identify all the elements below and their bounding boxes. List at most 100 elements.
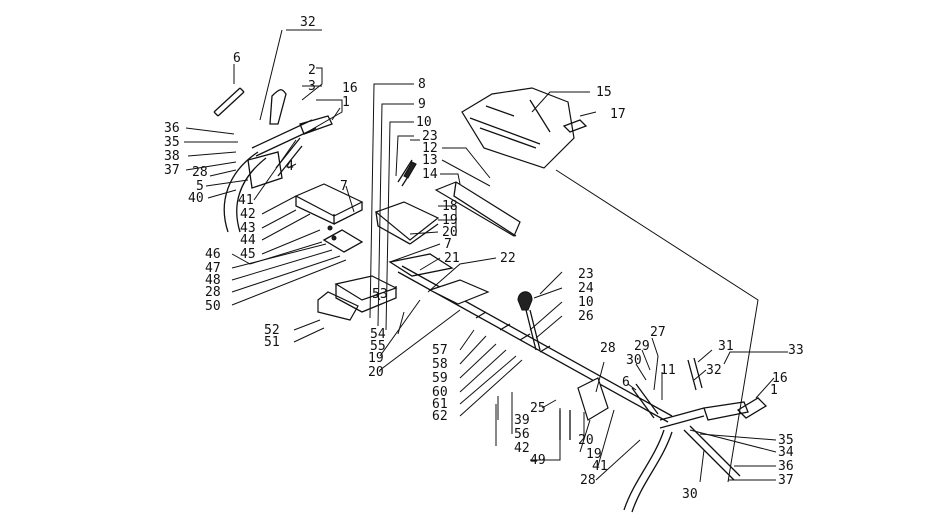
label-28: 28 xyxy=(192,165,208,180)
label-35-b: 35 xyxy=(778,433,794,448)
label-53: 53 xyxy=(372,287,388,302)
label-4: 4 xyxy=(286,159,294,174)
label-14: 14 xyxy=(422,167,438,182)
label-24: 24 xyxy=(578,281,594,296)
label-15: 15 xyxy=(596,85,612,100)
label-20-c: 20 xyxy=(578,433,594,448)
label-52: 52 xyxy=(264,323,280,338)
label-1-b: 1 xyxy=(770,383,778,398)
callout-labels: 6 32 2 3 16 1 36 35 38 37 28 5 40 41 4 7… xyxy=(164,15,804,502)
spring-31 xyxy=(687,357,703,391)
label-62: 62 xyxy=(432,409,448,424)
spring-24 xyxy=(517,291,533,311)
right-handle-shaft xyxy=(623,429,673,513)
bracket-14 xyxy=(434,181,521,237)
label-42-b: 42 xyxy=(514,441,530,456)
center-cover xyxy=(374,201,440,241)
label-5: 5 xyxy=(196,179,204,194)
label-6-b: 6 xyxy=(622,375,630,390)
label-36-b: 36 xyxy=(778,459,794,474)
lower-clamp xyxy=(322,229,364,253)
label-38: 38 xyxy=(164,149,180,164)
label-60: 60 xyxy=(432,385,448,400)
label-30: 30 xyxy=(626,353,642,368)
label-42: 42 xyxy=(240,207,256,222)
label-16: 16 xyxy=(342,81,358,96)
label-1: 1 xyxy=(342,95,350,110)
left-clamp xyxy=(247,151,283,189)
label-13: 13 xyxy=(422,153,438,168)
label-40: 40 xyxy=(188,191,204,206)
label-29: 29 xyxy=(634,339,650,354)
label-59: 59 xyxy=(432,371,448,386)
label-12: 12 xyxy=(422,141,438,156)
label-37-b: 37 xyxy=(778,473,794,488)
left-handle-bar xyxy=(251,115,333,157)
label-18: 18 xyxy=(442,199,458,214)
label-54: 54 xyxy=(370,327,386,342)
label-27: 27 xyxy=(650,325,666,340)
label-32: 32 xyxy=(300,15,316,30)
label-46: 46 xyxy=(205,247,221,262)
parts-drawing xyxy=(213,87,768,513)
label-32-b: 32 xyxy=(706,363,722,378)
label-45: 45 xyxy=(240,247,256,262)
right-grip-16 xyxy=(736,397,768,419)
knob-17 xyxy=(562,119,588,133)
label-19-c: 19 xyxy=(586,447,602,462)
label-56: 56 xyxy=(514,427,530,442)
label-2: 2 xyxy=(308,63,316,78)
label-19-b: 19 xyxy=(368,351,384,366)
label-19: 19 xyxy=(442,213,458,228)
label-41-b: 41 xyxy=(592,459,608,474)
label-20-b: 20 xyxy=(368,365,384,380)
label-9: 9 xyxy=(418,97,426,112)
label-23: 23 xyxy=(422,129,438,144)
label-39: 39 xyxy=(514,413,530,428)
label-57: 57 xyxy=(432,343,448,358)
label-30-b: 30 xyxy=(682,487,698,502)
label-35: 35 xyxy=(164,135,180,150)
right-handle-bar xyxy=(659,401,749,429)
label-6: 6 xyxy=(233,51,241,66)
label-28-c: 28 xyxy=(600,341,616,356)
label-41: 41 xyxy=(238,193,254,208)
label-33: 33 xyxy=(788,343,804,358)
label-26: 26 xyxy=(578,309,594,324)
label-22: 22 xyxy=(500,251,516,266)
label-47: 47 xyxy=(205,261,221,276)
label-8: 8 xyxy=(418,77,426,92)
label-3: 3 xyxy=(308,79,316,94)
label-48: 48 xyxy=(205,273,221,288)
label-61: 61 xyxy=(432,397,448,412)
box-51 xyxy=(317,291,359,321)
label-55: 55 xyxy=(370,339,386,354)
label-34: 34 xyxy=(778,445,794,460)
left-grip-part xyxy=(213,87,245,117)
label-37: 37 xyxy=(164,163,180,178)
left-handle-shaft xyxy=(223,151,267,233)
label-50: 50 xyxy=(205,299,221,314)
label-10-b: 10 xyxy=(578,295,594,310)
label-21: 21 xyxy=(444,251,460,266)
label-11: 11 xyxy=(660,363,676,378)
label-43: 43 xyxy=(240,221,256,236)
label-25: 25 xyxy=(530,401,546,416)
console-15 xyxy=(461,87,575,169)
left-lever-part xyxy=(269,89,287,125)
label-49: 49 xyxy=(530,453,546,468)
lower-plate-20 xyxy=(577,377,609,421)
label-10: 10 xyxy=(416,115,432,130)
flat-piece-21 xyxy=(388,253,454,277)
label-17: 17 xyxy=(610,107,626,122)
label-7-b: 7 xyxy=(444,237,452,252)
shaft-plate xyxy=(428,279,490,305)
label-16-b: 16 xyxy=(772,371,788,386)
label-36: 36 xyxy=(164,121,180,136)
label-28-d: 28 xyxy=(580,473,596,488)
label-44: 44 xyxy=(240,233,256,248)
label-7: 7 xyxy=(340,179,348,194)
label-51: 51 xyxy=(264,335,280,350)
